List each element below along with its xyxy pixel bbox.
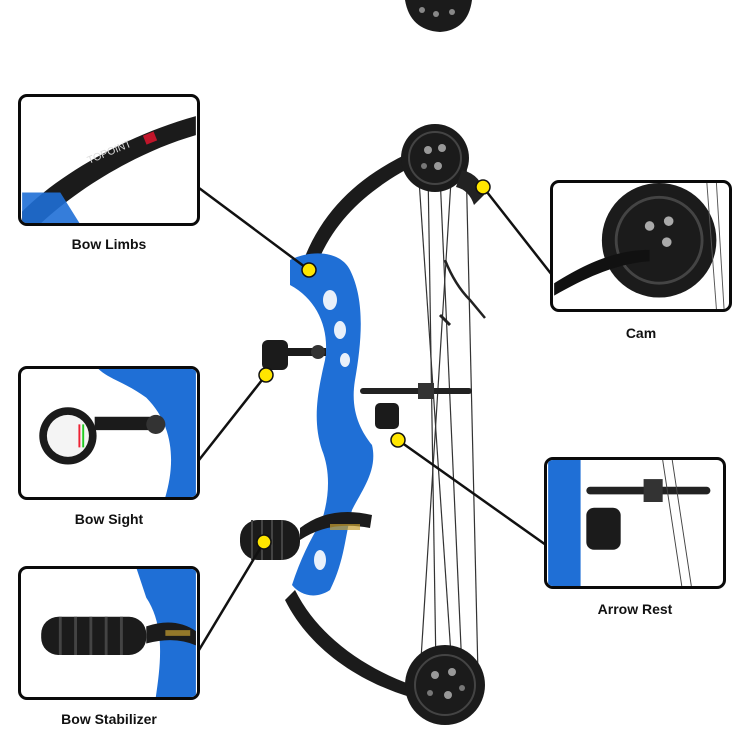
label-cam: Cam: [625, 325, 657, 341]
callout-bow-sight: [18, 366, 200, 500]
marker-arrow-rest: [390, 432, 406, 448]
bow-sight-device: [262, 340, 326, 370]
lower-limb: [285, 590, 412, 697]
marker-bow-limbs: [301, 262, 317, 278]
callout-bow-limbs: TOPOINT: [18, 94, 200, 226]
riser-cutouts: [314, 290, 350, 570]
marker-cam: [475, 179, 491, 195]
marker-bow-sight: [258, 367, 274, 383]
top-cam: [401, 124, 484, 205]
blue-riser: [290, 253, 374, 596]
leader-lines: [197, 186, 553, 651]
label-bow-limbs: Bow Limbs: [71, 236, 147, 252]
bow-strings: [417, 159, 479, 676]
label-bow-stabilizer: Bow Stabilizer: [61, 711, 157, 727]
bow-sight-closeup: [39, 369, 196, 497]
arrow-rest-device: [360, 383, 472, 429]
callout-bow-stabilizer: [18, 566, 200, 700]
label-arrow-rest: Arrow Rest: [597, 601, 673, 617]
arrow-rest-closeup: [548, 460, 711, 586]
label-bow-sight: Bow Sight: [74, 511, 144, 527]
nock-point: [438, 313, 452, 327]
top-cropped-cam: [405, 0, 472, 32]
callout-arrow-rest: [544, 457, 726, 589]
callout-cam: [550, 180, 732, 312]
string-loop: [443, 259, 486, 319]
bottom-cam: [405, 645, 485, 725]
cam-closeup: [554, 183, 725, 309]
bow-stabilizer-closeup: [41, 569, 196, 697]
marker-bow-stabilizer: [256, 534, 272, 550]
bow-limbs-closeup: TOPOINT: [22, 116, 196, 223]
